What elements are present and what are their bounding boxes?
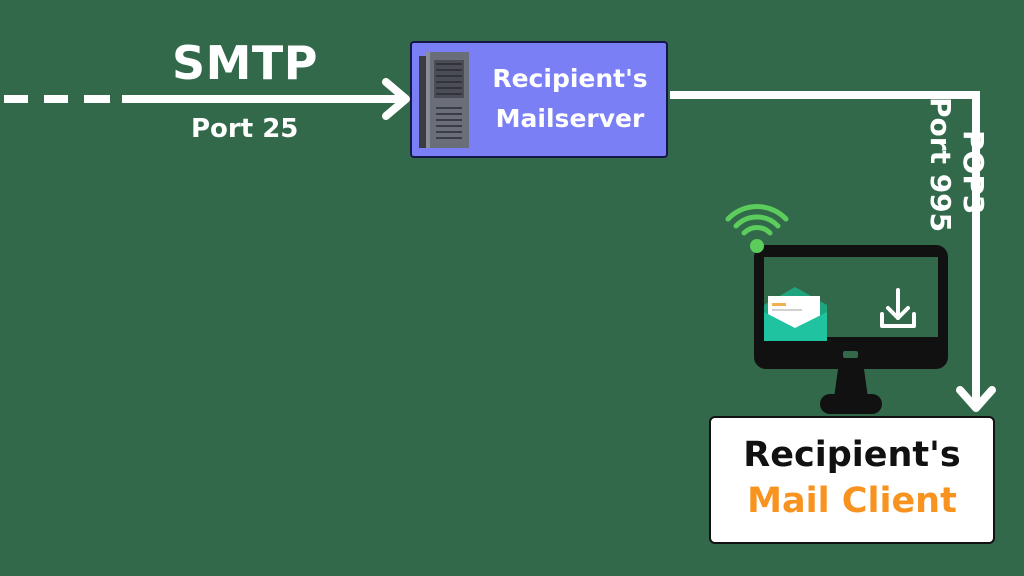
pop3-port-label: Port 995 — [924, 97, 957, 233]
monitor-icon — [754, 245, 948, 414]
mailserver-label: Recipient's Mailserver — [480, 59, 660, 139]
pop3-arrowhead — [956, 386, 996, 412]
download-icon — [880, 288, 916, 328]
wifi-icon — [725, 204, 789, 253]
smtp-protocol-label: SMTP — [172, 36, 318, 90]
pop3-protocol-label: POP3 — [957, 130, 990, 215]
mail-client-label-line1: Recipient's — [743, 435, 961, 475]
pop3-connector — [670, 91, 980, 406]
server-tower-icon — [419, 52, 469, 148]
envelope-icon — [764, 287, 827, 341]
smtp-arrowhead — [382, 78, 410, 120]
mail-client-label-line2: Mail Client — [747, 481, 957, 521]
smtp-port-label: Port 25 — [191, 114, 299, 144]
recipient-mailserver-node: Recipient's Mailserver — [410, 41, 668, 158]
mailserver-label-line2: Mailserver — [495, 104, 645, 133]
mailserver-label-line1: Recipient's — [492, 64, 648, 93]
recipient-mail-client-node: Recipient's Mail Client — [709, 416, 995, 544]
